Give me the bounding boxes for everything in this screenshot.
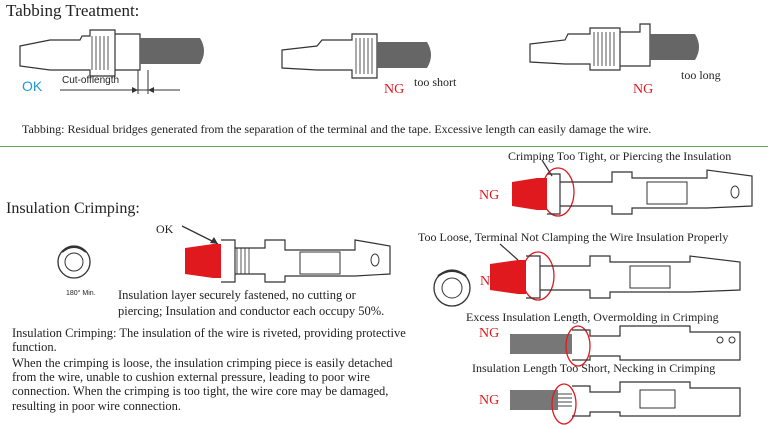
defect-2-title: Too Loose, Terminal Not Clamping the Wir… xyxy=(418,230,729,244)
insulation-body-2: When the crimping is loose, the insulati… xyxy=(12,356,393,413)
defect-4-ng-label: NG xyxy=(479,393,500,408)
tabbing-ng1-label: NG xyxy=(384,82,405,97)
defect-1-title: Crimping Too Tight, or Piercing the Insu… xyxy=(508,149,732,163)
tabbing-ok-label: OK xyxy=(22,78,43,94)
defect-4-illustration xyxy=(510,381,741,425)
tabbing-too-long-illustration xyxy=(529,23,699,71)
defect-3-illustration xyxy=(510,325,741,367)
defect-4-title: Insulation Length Too Short, Necking in … xyxy=(472,361,716,375)
defect-1-ng-label: NG xyxy=(479,188,500,203)
ok-arrow-icon xyxy=(181,225,219,245)
tabbing-too-short-note: too short xyxy=(414,75,457,89)
defect-3-ng-label: NG xyxy=(479,326,500,341)
tabbing-caption: Tabbing: Residual bridges generated from… xyxy=(22,122,652,136)
tabbing-too-short-illustration xyxy=(281,33,431,79)
defect-2-cross-section-icon xyxy=(433,269,471,307)
tabbing-too-long-note: too long xyxy=(681,68,721,82)
tabbing-ok-illustration xyxy=(19,29,204,94)
crimp-cross-section-icon xyxy=(57,245,91,279)
section-divider xyxy=(0,146,768,147)
insulation-title: Insulation Crimping: xyxy=(6,200,140,217)
insulation-ok-label: OK xyxy=(156,222,174,236)
insulation-body-1: Insulation Crimping: The insulation of t… xyxy=(12,326,406,355)
angle-label: 180° Min. xyxy=(66,290,96,297)
defect-1-illustration xyxy=(512,159,753,217)
ok-terminal-illustration xyxy=(185,239,391,283)
tabbing-ng2-label: NG xyxy=(633,82,654,97)
cut-off-length-label: Cut-offlength xyxy=(62,75,120,86)
tabbing-title: Tabbing Treatment: xyxy=(6,1,140,20)
ok-caption-line-2: piercing; Insulation and conductor each … xyxy=(118,304,385,318)
defect-3-title: Excess Insulation Length, Overmolding in… xyxy=(466,310,719,324)
ok-caption-line-1: Insulation layer securely fastened, no c… xyxy=(118,288,356,302)
defect-2-illustration xyxy=(490,243,741,301)
